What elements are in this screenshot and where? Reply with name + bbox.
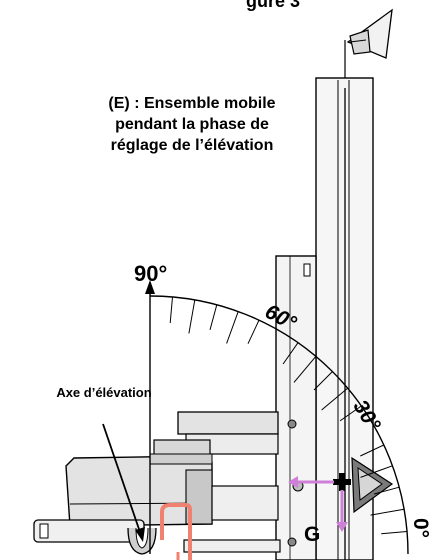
center-of-gravity-label: G (304, 523, 321, 546)
base-bracket (33, 519, 281, 555)
scale-tick (226, 311, 239, 344)
scale-tick (321, 387, 348, 411)
scale-tick (282, 342, 299, 365)
elevation-axis-label: Axe d’élévation (56, 385, 152, 400)
axis-leader-line (102, 423, 142, 536)
figure-caption: gure 3 (246, 0, 301, 11)
angle-scale (149, 295, 409, 555)
top-tip-part (344, 8, 393, 88)
scale-tick (209, 304, 218, 331)
angle-label-0: 0° (409, 518, 432, 539)
scale-tick (169, 296, 173, 323)
angle-label-90: 90° (134, 261, 168, 286)
mounting-plate (275, 255, 317, 560)
scale-tick (370, 508, 405, 516)
elevation-axis-arrowhead (145, 280, 155, 294)
scale-tick (360, 444, 385, 457)
cog-marker (333, 473, 351, 491)
scale-tick (313, 371, 333, 391)
scale-tick (293, 356, 317, 383)
scale-tick (381, 531, 408, 535)
scale-tick (360, 465, 393, 478)
turret-body (65, 439, 279, 527)
cable (160, 503, 192, 560)
scale-tick (247, 319, 260, 344)
scale-tick (373, 486, 400, 495)
axis-leader-arrowhead (135, 527, 145, 542)
scale-tick (339, 405, 362, 422)
scale-tick (188, 299, 196, 334)
assembly-label: (E) : Ensemble mobile pendant la phase d… (108, 95, 276, 154)
cog-vector-arrows (288, 476, 348, 532)
